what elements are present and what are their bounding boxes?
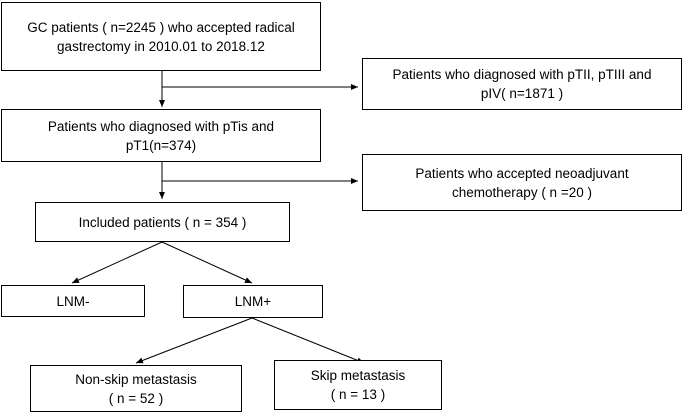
arrow-to-lnm-pos xyxy=(161,241,253,284)
non-skip-text: Non-skip metastasis ( n = 52 ) xyxy=(75,371,197,406)
skip-box: Skip metastasis ( n = 13 ) xyxy=(274,360,442,410)
neoadjuvant-box: Patients who accepted neoadjuvant chemot… xyxy=(362,154,682,211)
lnm-neg-box: LNM- xyxy=(1,285,145,317)
lnm-pos-text: LNM+ xyxy=(234,294,272,309)
excluded-pt234-text: Patients who diagnosed with pTII, pTIII … xyxy=(392,67,652,101)
gc-patients-box: GC patients ( n=2245 ) who accepted radi… xyxy=(1,2,321,71)
included-text: Included patients ( n = 354 ) xyxy=(78,214,247,230)
neoadjuvant-text: Patients who accepted neoadjuvant chemot… xyxy=(415,165,629,200)
arrow-to-non-skip xyxy=(135,317,253,364)
lnm-neg-text: LNM- xyxy=(56,293,90,309)
arrow-to-lnm-neg xyxy=(71,241,163,284)
lnm-pos-box: LNM+ xyxy=(183,285,323,318)
gc-patients-text: GC patients ( n=2245 ) who accepted radi… xyxy=(27,19,295,54)
skip-text: Skip metastasis ( n = 13 ) xyxy=(310,368,406,402)
pt1-box: Patients who diagnosed with pTis and pT1… xyxy=(1,109,321,162)
pt1-text: Patients who diagnosed with pTis and pT1… xyxy=(47,118,275,153)
excluded-pt234-box: Patients who diagnosed with pTII, pTIII … xyxy=(362,58,682,110)
arrow-to-skip xyxy=(251,317,365,364)
included-box: Included patients ( n = 354 ) xyxy=(35,202,290,242)
non-skip-box: Non-skip metastasis ( n = 52 ) xyxy=(30,365,242,412)
